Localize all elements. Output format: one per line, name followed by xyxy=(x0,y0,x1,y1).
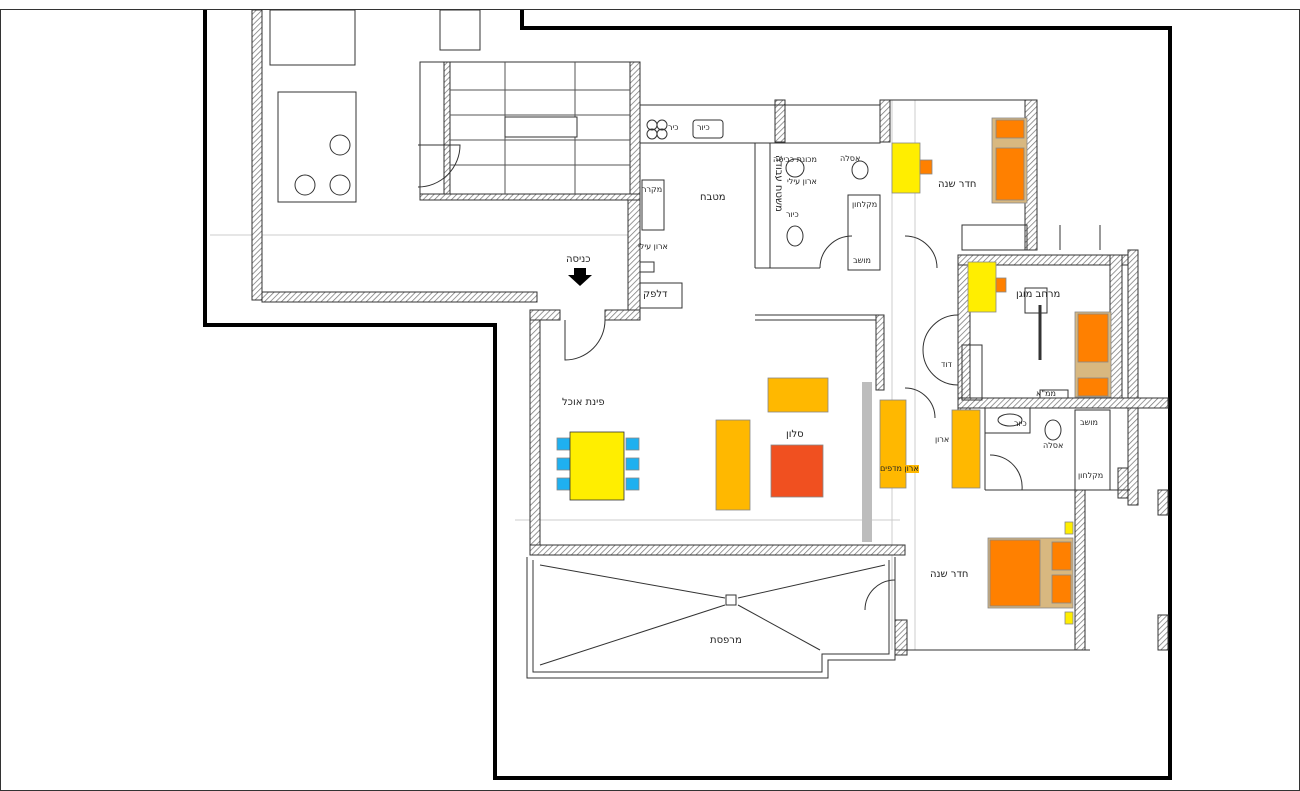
label-counter: דלפק xyxy=(643,289,668,300)
label-living: סלון xyxy=(786,429,804,440)
label-mamad-mark: ממ"א xyxy=(1036,389,1056,398)
label-sink-2: כיור xyxy=(1014,419,1027,428)
desk-1 xyxy=(891,142,921,194)
thin-walls xyxy=(639,99,1130,651)
label-kitchen: מטבח xyxy=(700,192,726,203)
label-shelf-cabinet: ארון מדפים xyxy=(880,464,919,473)
label-shower-1: מקלחון xyxy=(852,200,878,209)
plot-boundary xyxy=(203,10,1172,780)
partition xyxy=(862,382,872,542)
sofa-left xyxy=(715,419,751,511)
label-closet: ארון xyxy=(935,435,950,444)
neighbor-unit xyxy=(251,9,538,303)
label-balcony: מרפסת xyxy=(710,635,742,646)
label-stove: כיר xyxy=(668,123,679,132)
entrance-arrow-icon xyxy=(568,275,592,286)
label-safe-room: מרחב מוגן xyxy=(1016,289,1061,300)
closet xyxy=(951,409,981,489)
entrance-arrow-stem xyxy=(574,268,586,276)
label-work-surface: משטח עבודה xyxy=(773,155,784,212)
label-bedroom-2: חדר שנה xyxy=(930,569,969,580)
balcony xyxy=(526,557,896,679)
label-washing-machine: מכונת כביסה xyxy=(773,155,817,164)
label-boiler: דוד xyxy=(941,360,952,369)
dining-table xyxy=(569,431,625,501)
label-bedroom-1: חדר שנה xyxy=(938,179,977,190)
shelf-cabinet xyxy=(879,399,907,489)
stairwell xyxy=(419,61,641,201)
label-seat-2: מושב xyxy=(1080,418,1098,427)
rug xyxy=(770,444,824,498)
desk-2 xyxy=(967,261,997,313)
fixtures xyxy=(639,119,1069,441)
label-fridge: מקרר xyxy=(642,185,663,194)
label-upper-cabinet-bath: ארון עילי xyxy=(787,177,817,186)
label-kitchen-sink: כיור xyxy=(697,123,710,132)
label-toilet-1: אסלה xyxy=(840,154,861,163)
walls xyxy=(529,99,1169,656)
label-dining: פינת אוכל xyxy=(562,397,605,408)
label-shower-2: מקלחון xyxy=(1078,471,1104,480)
label-seat-1: מושב xyxy=(853,256,871,265)
label-toilet-2: אסלה xyxy=(1043,441,1064,450)
furniture xyxy=(556,117,1112,625)
sofa-top xyxy=(767,377,829,413)
label-entrance: כניסה xyxy=(566,254,591,265)
dining-chairs xyxy=(556,437,640,491)
door-swings xyxy=(417,144,1101,611)
label-sink-1: כיור xyxy=(786,210,799,219)
label-upper-cabinet-kitchen: ארון עילי xyxy=(638,242,668,251)
